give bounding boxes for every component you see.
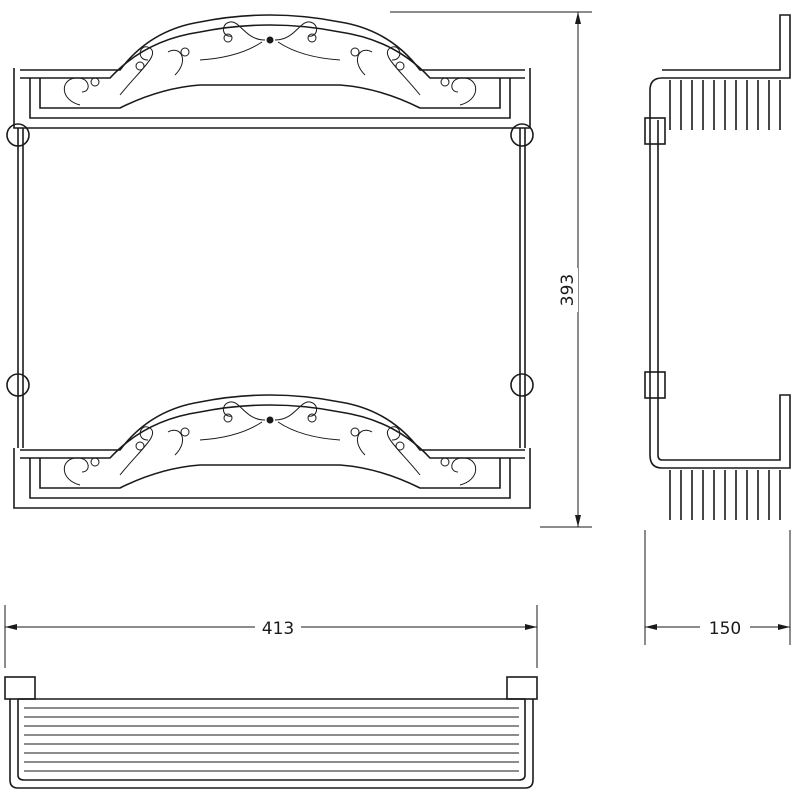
mount-ball <box>6 373 30 397</box>
mount-ball <box>6 123 30 147</box>
end-bracket <box>506 676 538 700</box>
height-dimension: 393 <box>390 11 592 528</box>
width-dimension: 413 <box>4 605 538 668</box>
mount-ball <box>510 373 534 397</box>
depth-dimension: 150 <box>644 530 791 645</box>
height-label: 393 <box>558 274 578 306</box>
front-view <box>6 14 534 509</box>
depth-label: 150 <box>709 619 741 639</box>
bottom-view <box>4 676 538 789</box>
wall-bracket <box>644 117 666 145</box>
mount-ball <box>510 123 534 147</box>
upper-shelf <box>13 14 531 129</box>
side-view <box>644 14 791 521</box>
end-bracket <box>4 676 36 700</box>
wall-bracket <box>644 371 666 399</box>
lower-shelf <box>13 394 531 509</box>
width-label: 413 <box>262 619 294 639</box>
